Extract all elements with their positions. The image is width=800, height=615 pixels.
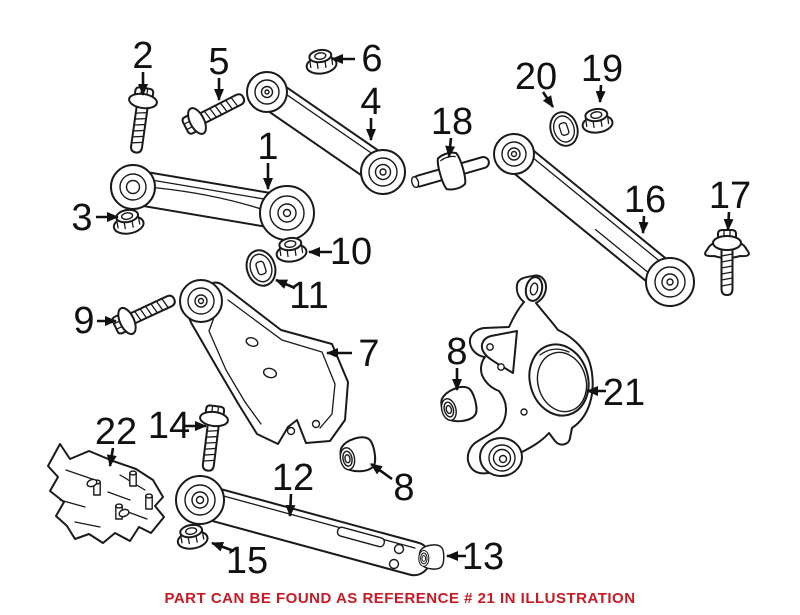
- part-9-bolt-drawing: [108, 285, 182, 341]
- part-13-bushing-drawing: [418, 544, 445, 570]
- callout-15-arrow: [211, 541, 235, 553]
- callout-16-number: 16: [624, 179, 666, 221]
- part-21-knuckle-drawing: [466, 274, 594, 477]
- part-3-nut-drawing: [110, 206, 146, 237]
- callout-2-number: 2: [132, 35, 153, 77]
- callout-12-arrow: [285, 493, 296, 517]
- callout-8b-number: 8: [393, 467, 414, 509]
- part-2-bolt-drawing: [120, 85, 160, 156]
- part-17-bolt-drawing: [704, 229, 750, 296]
- callout-16-arrow: [638, 215, 649, 234]
- callout-20-number: 20: [515, 56, 557, 98]
- part-8-bushing-lower-drawing: [336, 434, 379, 476]
- callout-15-number: 15: [226, 540, 268, 582]
- callout-1-number: 1: [257, 126, 278, 168]
- callout-22-number: 22: [95, 411, 137, 453]
- part-7-crossmember-arm-drawing: [179, 279, 349, 445]
- part-4-upper-link-front-drawing: [246, 71, 406, 195]
- callout-17-number: 17: [709, 175, 751, 217]
- part-10-nut-drawing: [273, 235, 309, 265]
- callout-11-number: 11: [289, 275, 328, 317]
- callout-18-arrow: [445, 137, 456, 158]
- callout-17-arrow: [723, 211, 734, 231]
- callout-21-number: 21: [603, 372, 645, 414]
- callout-13-number: 13: [462, 536, 504, 578]
- reference-caption: PART CAN BE FOUND AS REFERENCE # 21 IN I…: [164, 590, 636, 607]
- callout-11-arrow: [275, 278, 296, 290]
- callout-5-number: 5: [208, 41, 229, 83]
- part-14-bolt-drawing: [192, 403, 231, 474]
- part-22-heat-shield-drawing: [47, 443, 165, 544]
- callout-6-number: 6: [361, 38, 382, 80]
- callout-10-number: 10: [330, 231, 372, 273]
- part-1-upper-link-rear-drawing: [110, 164, 315, 241]
- callout-8a-number: 8: [446, 331, 467, 373]
- callout-8b-arrow: [370, 462, 393, 481]
- part-11-washer-drawing: [241, 245, 281, 291]
- callout-19-arrow: [595, 84, 606, 103]
- part-20-washer-drawing: [545, 107, 583, 151]
- part-16-rear-link-drawing: [493, 133, 695, 307]
- callout-7-number: 7: [358, 333, 379, 375]
- part-5-bolt-drawing: [178, 83, 251, 141]
- callout-14-number: 14: [148, 405, 190, 447]
- part-19-nut-drawing: [579, 106, 615, 136]
- callout-20-arrow: [541, 91, 555, 108]
- part-15-nut-drawing: [174, 521, 210, 552]
- part-8-bushing-upper-drawing: [436, 383, 481, 427]
- callout-18-number: 18: [431, 101, 473, 143]
- callout-22-arrow: [106, 447, 117, 467]
- callout-19-number: 19: [581, 48, 623, 90]
- part-18-stud-drawing: [410, 151, 490, 191]
- callout-12-number: 12: [272, 457, 314, 499]
- part-6-nut-drawing: [303, 47, 339, 77]
- callout-4-number: 4: [360, 81, 381, 123]
- callout-3-number: 3: [71, 197, 92, 239]
- callout-9-number: 9: [73, 300, 94, 342]
